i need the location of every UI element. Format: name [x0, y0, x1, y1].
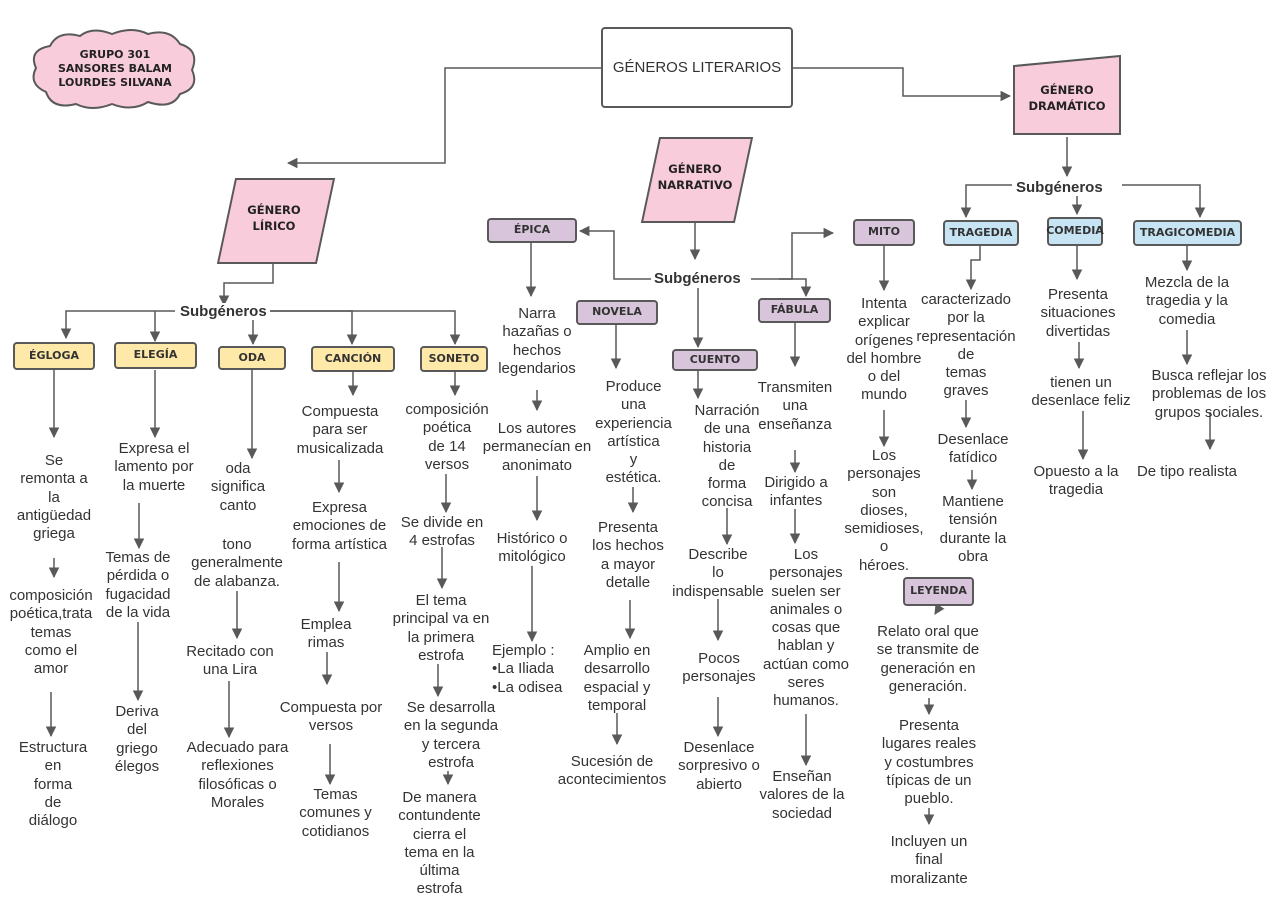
tragedia-text-2: Desenlace fatídico [937, 431, 1009, 467]
egloga-text-2: composición poética,trata temas como el … [9, 587, 93, 678]
leyenda-text-3: Incluyen un final moralizante [890, 833, 968, 887]
tag-epica: ÉPICA [487, 218, 577, 243]
cancion-text-4: Compuesta por versos [279, 699, 383, 735]
cuento-text-3: Pocos personajes [682, 650, 756, 686]
cancion-text-2: Expresa emociones de forma artística [291, 499, 388, 553]
epica-text-2: Los autores permanecían en anonimato [482, 420, 592, 474]
narrativo-subgeneros: Subgéneros [651, 270, 744, 287]
oda-text-3: Recitado con una Lira [186, 643, 274, 679]
tragicomedia-text-1: Mezcla de la tragedia y la comedia [1144, 274, 1230, 328]
cloud-line-1: GRUPO 301 [79, 47, 151, 61]
novela-text-4: Sucesión de acontecimientos [557, 753, 667, 789]
lirico-subgeneros: Subgéneros [177, 303, 270, 320]
cancion-text-5: Temas comunes y cotidianos [299, 786, 372, 840]
egloga-text-1: Se remonta a la antigüedad griega [16, 452, 92, 543]
soneto-text-1: composición poética de 14 versos [405, 401, 489, 473]
tag-fabula: FÁBULA [758, 298, 831, 323]
narrativo-title: GÉNERO NARRATIVO [657, 162, 733, 192]
fabula-text-2: Dirigido a infantes [764, 474, 828, 510]
dramatico-shape [1013, 54, 1121, 135]
cancion-text-3: Emplea rimas [300, 616, 352, 652]
fabula-text-4: Enseñan valores de la sociedad [759, 768, 845, 822]
comedia-text-2: tienen un desenlace feliz [1031, 374, 1131, 410]
tag-leyenda: LEYENDA [903, 577, 974, 606]
main-title-box: GÉNEROS LITERARIOS [601, 27, 793, 108]
lirico-title: GÉNERO LÍRICO [247, 203, 301, 233]
epica-text-3: Histórico o mitológico [496, 530, 568, 566]
tag-cancion: CANCIÓN [311, 346, 395, 372]
novela-text-2: Presenta los hechos a mayor detalle [592, 519, 664, 591]
soneto-text-2: Se divide en 4 estrofas [400, 514, 484, 550]
tag-mito: MITO [853, 219, 915, 246]
group-cloud [32, 29, 196, 109]
tag-tragedia: TRAGEDIA [943, 220, 1019, 246]
tag-cuento: CUENTO [672, 349, 758, 371]
elegia-text-3: Deriva del griego élegos [114, 703, 160, 775]
soneto-text-4: Se desarrolla en la segunda y tercera es… [403, 699, 499, 771]
comedia-text-1: Presenta situaciones divertidas [1040, 286, 1116, 340]
cuento-text-2: Describe lo indispensable [672, 546, 764, 600]
elegia-text-2: Temas de pérdida o fugacidad de la vida [105, 549, 171, 621]
leyenda-text-1: Relato oral que se transmite de generaci… [876, 623, 980, 695]
oda-text-1: oda significa canto [210, 460, 266, 514]
egloga-text-3: Estructura en forma de diálogo [18, 739, 88, 830]
leyenda-text-2: Presenta lugares reales y costumbres típ… [881, 717, 977, 808]
comedia-text-3: Opuesto a la tragedia [1033, 463, 1119, 499]
mito-text-1: Intenta explicar orígenes del hombre o d… [846, 295, 922, 404]
fabula-text-3: Los personajes suelen ser animales o cos… [763, 546, 849, 710]
tag-oda: ODA [218, 346, 286, 370]
tag-elegia: ELEGÍA [114, 342, 197, 369]
tag-egloga: ÉGLOGA [13, 342, 95, 370]
cloud-line-3: LOURDES SILVANA [58, 76, 172, 90]
group-cloud-text: GRUPO 301 SANSORES BALAM LOURDES SILVANA [40, 43, 190, 95]
dramatico-subgeneros: Subgéneros [1013, 179, 1106, 196]
mito-text-2: Los personajes son dioses, semidioses, o… [844, 447, 924, 574]
tragedia-text-3: Mantiene tensión durante la obra [939, 493, 1007, 565]
dramatico-title: GÉNERO DRAMÁTICO [1028, 83, 1106, 113]
novela-text-3: Amplio en desarrollo espacial y temporal [583, 642, 651, 714]
oda-text-4: Adecuado para reflexiones filosóficas o … [186, 739, 289, 811]
cloud-line-2: SANSORES BALAM [57, 61, 173, 75]
tag-comedia: COMEDIA [1046, 217, 1104, 246]
cuento-text-1: Narración de una historia de forma conci… [694, 402, 760, 511]
tragedia-text-1: caracterizado por la representación de t… [916, 291, 1016, 400]
cuento-text-4: Desenlace sorpresivo o abierto [678, 739, 760, 793]
tag-tragicomedia: TRAGICOMEDIA [1133, 220, 1242, 246]
tragicomedia-text-2: Busca reflejar los problemas de los grup… [1151, 367, 1267, 421]
elegia-text-1: Expresa el lamento por la muerte [114, 440, 194, 494]
soneto-text-5: De manera contundente cierra el tema en … [398, 789, 481, 898]
fabula-text-1: Transmiten una enseñanza [757, 379, 833, 433]
main-title: GÉNEROS LITERARIOS [612, 59, 782, 76]
novela-text-1: Produce una experiencia artística y esté… [595, 378, 672, 487]
tag-novela: NOVELA [576, 300, 658, 325]
soneto-text-3: El tema principal va en la primera estro… [392, 592, 490, 664]
tag-soneto: SONETO [420, 346, 488, 372]
oda-text-2: tono generalmente de alabanza. [191, 536, 283, 590]
cancion-text-1: Compuesta para ser musicalizada [296, 403, 384, 457]
tragicomedia-text-3: De tipo realista [1136, 463, 1238, 480]
epica-text-4: Ejemplo : •La Iliada •La odisea [492, 642, 563, 696]
epica-text-1: Narra hazañas o hechos legendarios [498, 305, 576, 377]
